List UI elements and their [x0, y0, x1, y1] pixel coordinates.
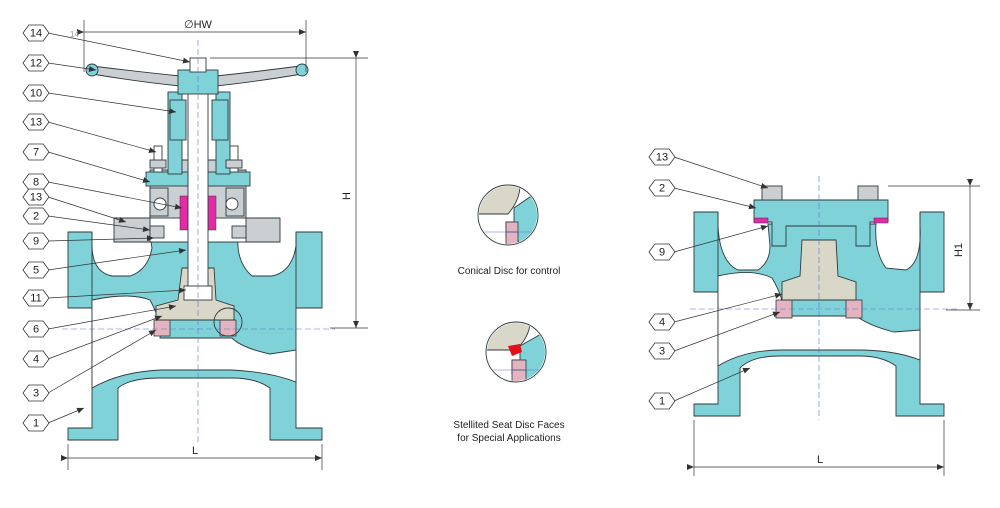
check-cover-stud	[761, 185, 783, 201]
globe-callout-hex-12	[22, 54, 50, 72]
check-callout-hex-2	[648, 179, 676, 197]
globe-leader-2	[47, 215, 151, 233]
globe-callout-hex-7	[22, 143, 50, 161]
globe-body	[67, 231, 323, 441]
check-leader-2	[673, 187, 757, 210]
detail-conical-disc	[477, 184, 539, 246]
dim-l-label: L	[192, 445, 198, 457]
globe-callout-hex-5	[22, 261, 50, 279]
check-callout-number: 4	[659, 317, 665, 329]
check-leader-1	[673, 367, 751, 402]
globe-seat-ring	[153, 319, 171, 337]
globe-leader-7	[47, 151, 151, 183]
check-callout-number: 3	[659, 346, 665, 358]
globe-callout-number: 12	[30, 58, 42, 70]
globe-callout-hex-10	[22, 84, 50, 102]
check-callout-number: 1	[659, 396, 665, 408]
globe-leader-11	[47, 287, 187, 299]
globe-callout-hex-13	[22, 113, 50, 131]
check-callout-number: 13	[656, 152, 668, 164]
globe-leader-10	[47, 92, 177, 114]
globe-leader-14	[47, 32, 191, 64]
globe-callout-number: 11	[30, 293, 41, 305]
globe-callout-hex-13	[22, 188, 50, 206]
dim-hw-label: ∅HW	[184, 19, 213, 31]
globe-callout-hex-14	[22, 24, 50, 42]
conical-caption: Conical Disc for control	[458, 266, 561, 277]
dim-h1-label: H1	[953, 243, 965, 257]
globe-callout-number: 6	[33, 324, 39, 336]
globe-callout-hex-3	[22, 384, 50, 402]
globe-callout-hex-1	[22, 414, 50, 432]
check-callout-hex-4	[648, 313, 676, 331]
globe-callout-number: 5	[33, 265, 39, 277]
globe-leader-13	[47, 121, 157, 154]
globe-callouts: 14 12 10 13 7 8 13 2 9 5 11 6 4 3 1	[22, 24, 191, 432]
check-callout-number: 2	[659, 183, 665, 195]
globe-callout-number: 13	[30, 192, 42, 204]
check-leader-3	[673, 311, 781, 352]
globe-leader-8	[47, 181, 183, 210]
globe-leader-4	[47, 315, 163, 360]
check-leader-4	[673, 292, 783, 323]
globe-seat-detail-circle	[213, 307, 243, 337]
check-callout-number: 9	[659, 247, 665, 259]
dim-14-label: 14	[70, 30, 79, 39]
globe-callout-number: 9	[33, 236, 39, 248]
globe-callout-number: 4	[33, 354, 39, 366]
globe-callout-number: 1	[33, 418, 39, 430]
globe-leader-1	[47, 407, 85, 424]
globe-callout-number: 10	[30, 88, 42, 100]
globe-leader-13	[47, 196, 127, 223]
globe-callout-number: 2	[33, 211, 39, 223]
globe-callout-hex-9	[22, 232, 50, 250]
globe-callout-hex-11	[22, 289, 50, 307]
check-callout-hex-1	[648, 392, 676, 410]
globe-leader-12	[47, 62, 97, 72]
globe-leader-9	[47, 235, 155, 242]
check-callout-hex-9	[648, 243, 676, 261]
globe-yoke-nut	[169, 99, 187, 141]
globe-stud	[153, 145, 163, 173]
globe-inner-passage	[91, 295, 297, 389]
check-dimensions: H1 L	[687, 179, 980, 476]
globe-packing	[179, 195, 189, 231]
globe-leader-6	[47, 304, 177, 330]
check-callout-hex-3	[648, 342, 676, 360]
globe-callout-number: 7	[33, 147, 39, 159]
globe-leader-3	[47, 329, 157, 394]
globe-valve-drawing	[62, 40, 335, 445]
check-leader-9	[673, 224, 769, 253]
stellite-caption-line1: Stellited Seat Disc Faces	[453, 420, 564, 431]
check-valve-drawing	[690, 176, 960, 420]
globe-callout-hex-6	[22, 320, 50, 338]
globe-callout-number: 14	[30, 28, 42, 40]
globe-callout-hex-2	[22, 207, 50, 225]
dim-l-check-label: L	[817, 454, 823, 466]
check-callouts: 13 2 9 4 3 1	[648, 148, 783, 410]
check-callout-hex-13	[648, 148, 676, 166]
dim-h-label: H	[341, 192, 353, 200]
stellite-caption-line2: for Special Applications	[457, 433, 560, 444]
globe-callout-number: 8	[33, 177, 39, 189]
globe-leader-5	[47, 248, 187, 271]
globe-callout-hex-4	[22, 350, 50, 368]
globe-callout-number: 3	[33, 388, 39, 400]
globe-callout-number: 13	[30, 117, 42, 129]
detail-stellited-seat	[485, 321, 547, 383]
check-leader-13	[673, 156, 769, 189]
globe-dimensions: ∅HW 14 H L	[61, 19, 368, 470]
